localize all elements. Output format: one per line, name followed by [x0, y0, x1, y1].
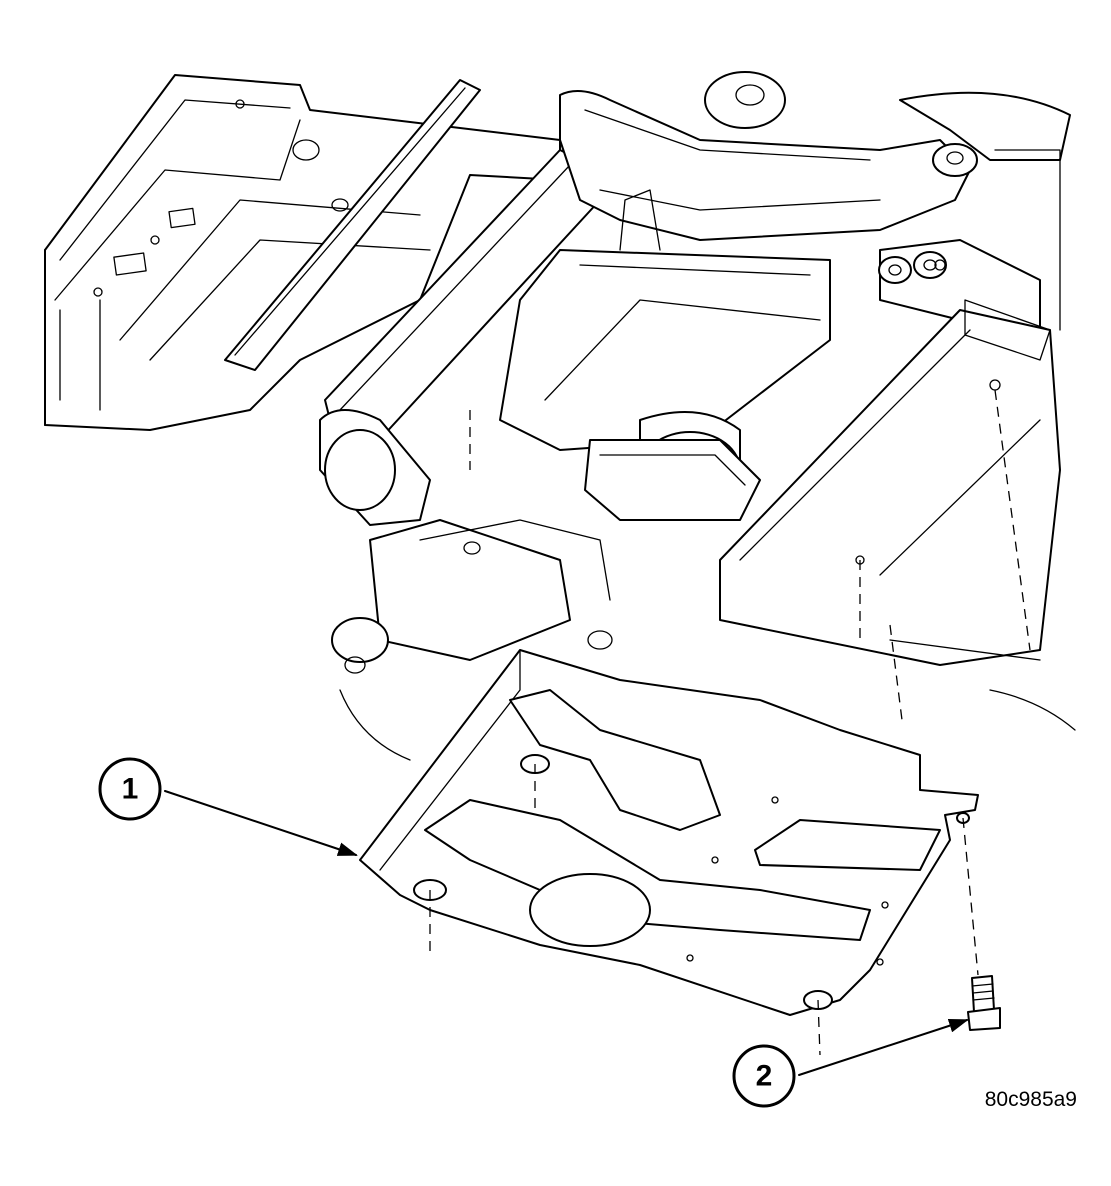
frame-rail-left [44, 74, 561, 431]
mounting-lines [429, 389, 1031, 1056]
callout-1: 1 [98, 757, 162, 821]
lower-control-arm [319, 409, 613, 761]
callout-2: 2 [732, 1044, 796, 1108]
callout-2-arrow [798, 1018, 969, 1076]
engine-cradle [499, 189, 831, 521]
callout-1-number: 1 [122, 773, 139, 806]
callout-1-arrow [164, 790, 358, 856]
splash-shield-right [719, 259, 1076, 731]
bolt-icon [967, 975, 1001, 1031]
callout-2-number: 2 [756, 1060, 773, 1093]
skid-plate [359, 649, 979, 1016]
figure-reference-id: 80c985a9 [984, 1088, 1077, 1111]
suspension-assembly [559, 71, 1071, 341]
